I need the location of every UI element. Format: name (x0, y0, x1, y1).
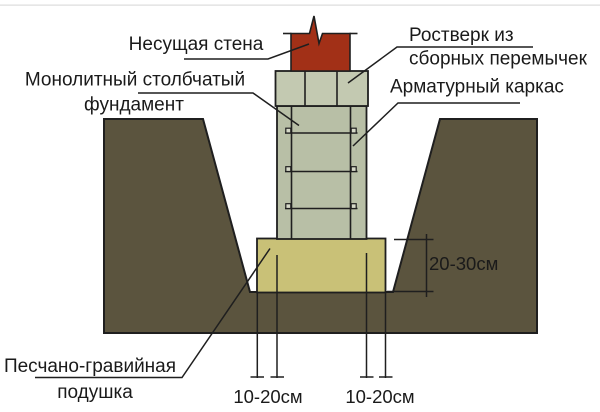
label-monolithic-foundation-line1: Монолитный столбчатый (25, 70, 245, 91)
stirrup-hook (285, 127, 292, 134)
label-cushion-line2: подушка (57, 382, 133, 403)
label-cushion-line1: Песчано-гравийная (4, 356, 176, 377)
dimension-overhangs: 10-20см 10-20см (233, 253, 415, 407)
dimension-text-cushion-thickness: 20-30см (429, 253, 498, 274)
label-bearing-wall: Несущая стена (129, 34, 264, 55)
stirrup-hook (285, 203, 292, 210)
leader-grillage (347, 46, 533, 84)
label-grillage-line1: Ростверк из (409, 25, 514, 46)
sand-gravel-cushion (256, 237, 387, 294)
ground-soil-mass (103, 118, 538, 334)
dimension-text-overhang-left: 10-20см (233, 386, 302, 407)
bearing-wall (290, 15, 351, 72)
dimension-cushion-thickness: 20-30см (387, 234, 498, 297)
stirrup-hook (350, 166, 357, 173)
faint-top-rule (0, 4, 600, 6)
stirrup-hook (350, 203, 357, 210)
dimension-text-overhang-right: 10-20см (345, 386, 414, 407)
rebar-stirrups (285, 127, 358, 210)
stirrup-hook (285, 166, 292, 173)
label-monolithic-foundation-line2: фундамент (84, 95, 184, 116)
leader-rebar-cage (352, 102, 520, 147)
stirrup-hook (350, 127, 357, 134)
label-grillage-line2: сборных перемычек (409, 49, 588, 70)
foundation-column (276, 105, 368, 240)
leader-monolithic-foundation (138, 92, 300, 127)
leader-cushion (35, 248, 271, 379)
grillage-block (274, 70, 369, 107)
label-rebar-cage: Арматурный каркас (390, 77, 564, 98)
leader-bearing-wall (184, 43, 310, 60)
